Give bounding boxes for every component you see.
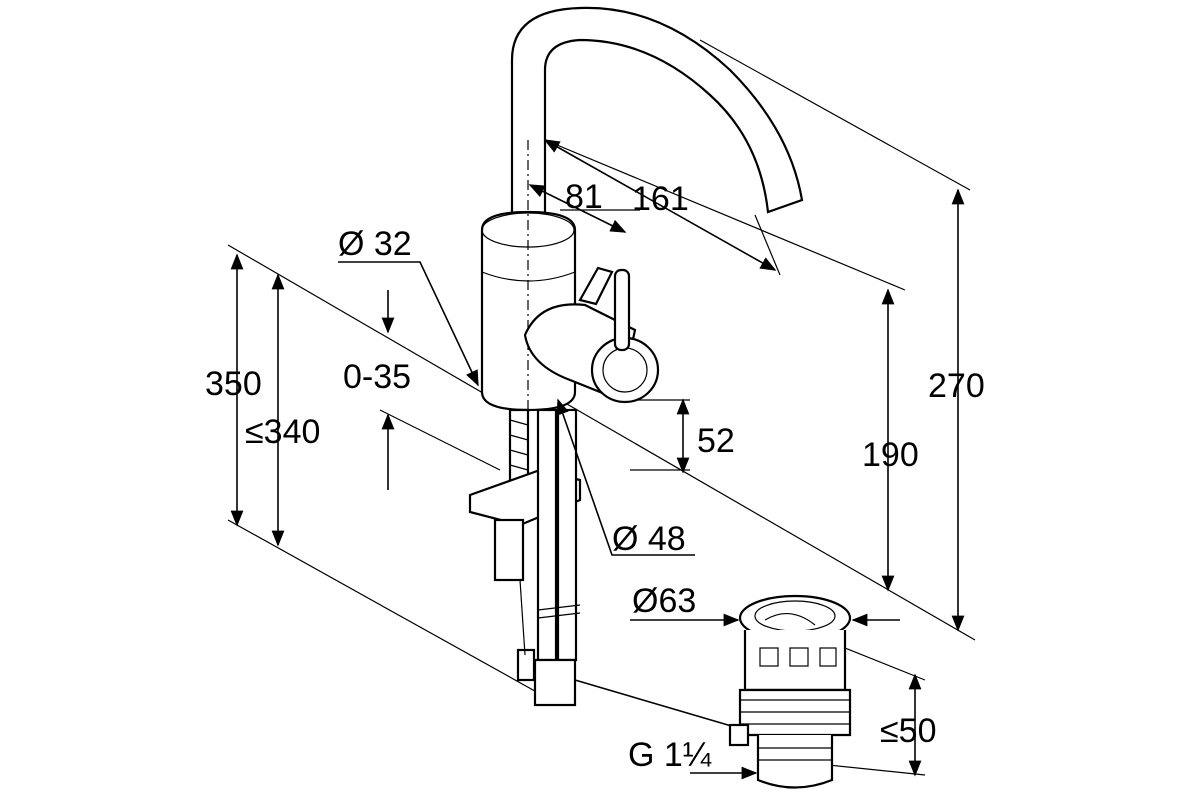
- pop-up-waste: [728, 594, 852, 789]
- dim-label-350: 350: [205, 365, 262, 403]
- dim-label-thread: G 1¼: [628, 736, 712, 774]
- supply-hoses: [516, 408, 581, 707]
- dim-label-diameter-63: Ø63: [632, 582, 696, 620]
- dimension-arrows: [230, 139, 965, 780]
- drain-pull-rod: [574, 679, 746, 731]
- dim-label-340: ≤340: [245, 413, 320, 451]
- dim-label-diameter-48: Ø 48: [612, 520, 686, 558]
- dim-label-81: 81: [565, 178, 603, 216]
- dim-label-190: 190: [862, 436, 919, 474]
- dim-label-52: 52: [697, 422, 735, 460]
- dim-label-270: 270: [928, 367, 985, 405]
- dim-label-diameter-32: Ø 32: [338, 225, 412, 263]
- dim-label-161: 161: [632, 180, 689, 218]
- dim-label-0-35: 0-35: [343, 358, 411, 396]
- extension-lines: [227, 39, 976, 776]
- lever-handle: [523, 266, 660, 404]
- faucet-body: [480, 140, 577, 420]
- dim-label-50: ≤50: [880, 712, 936, 750]
